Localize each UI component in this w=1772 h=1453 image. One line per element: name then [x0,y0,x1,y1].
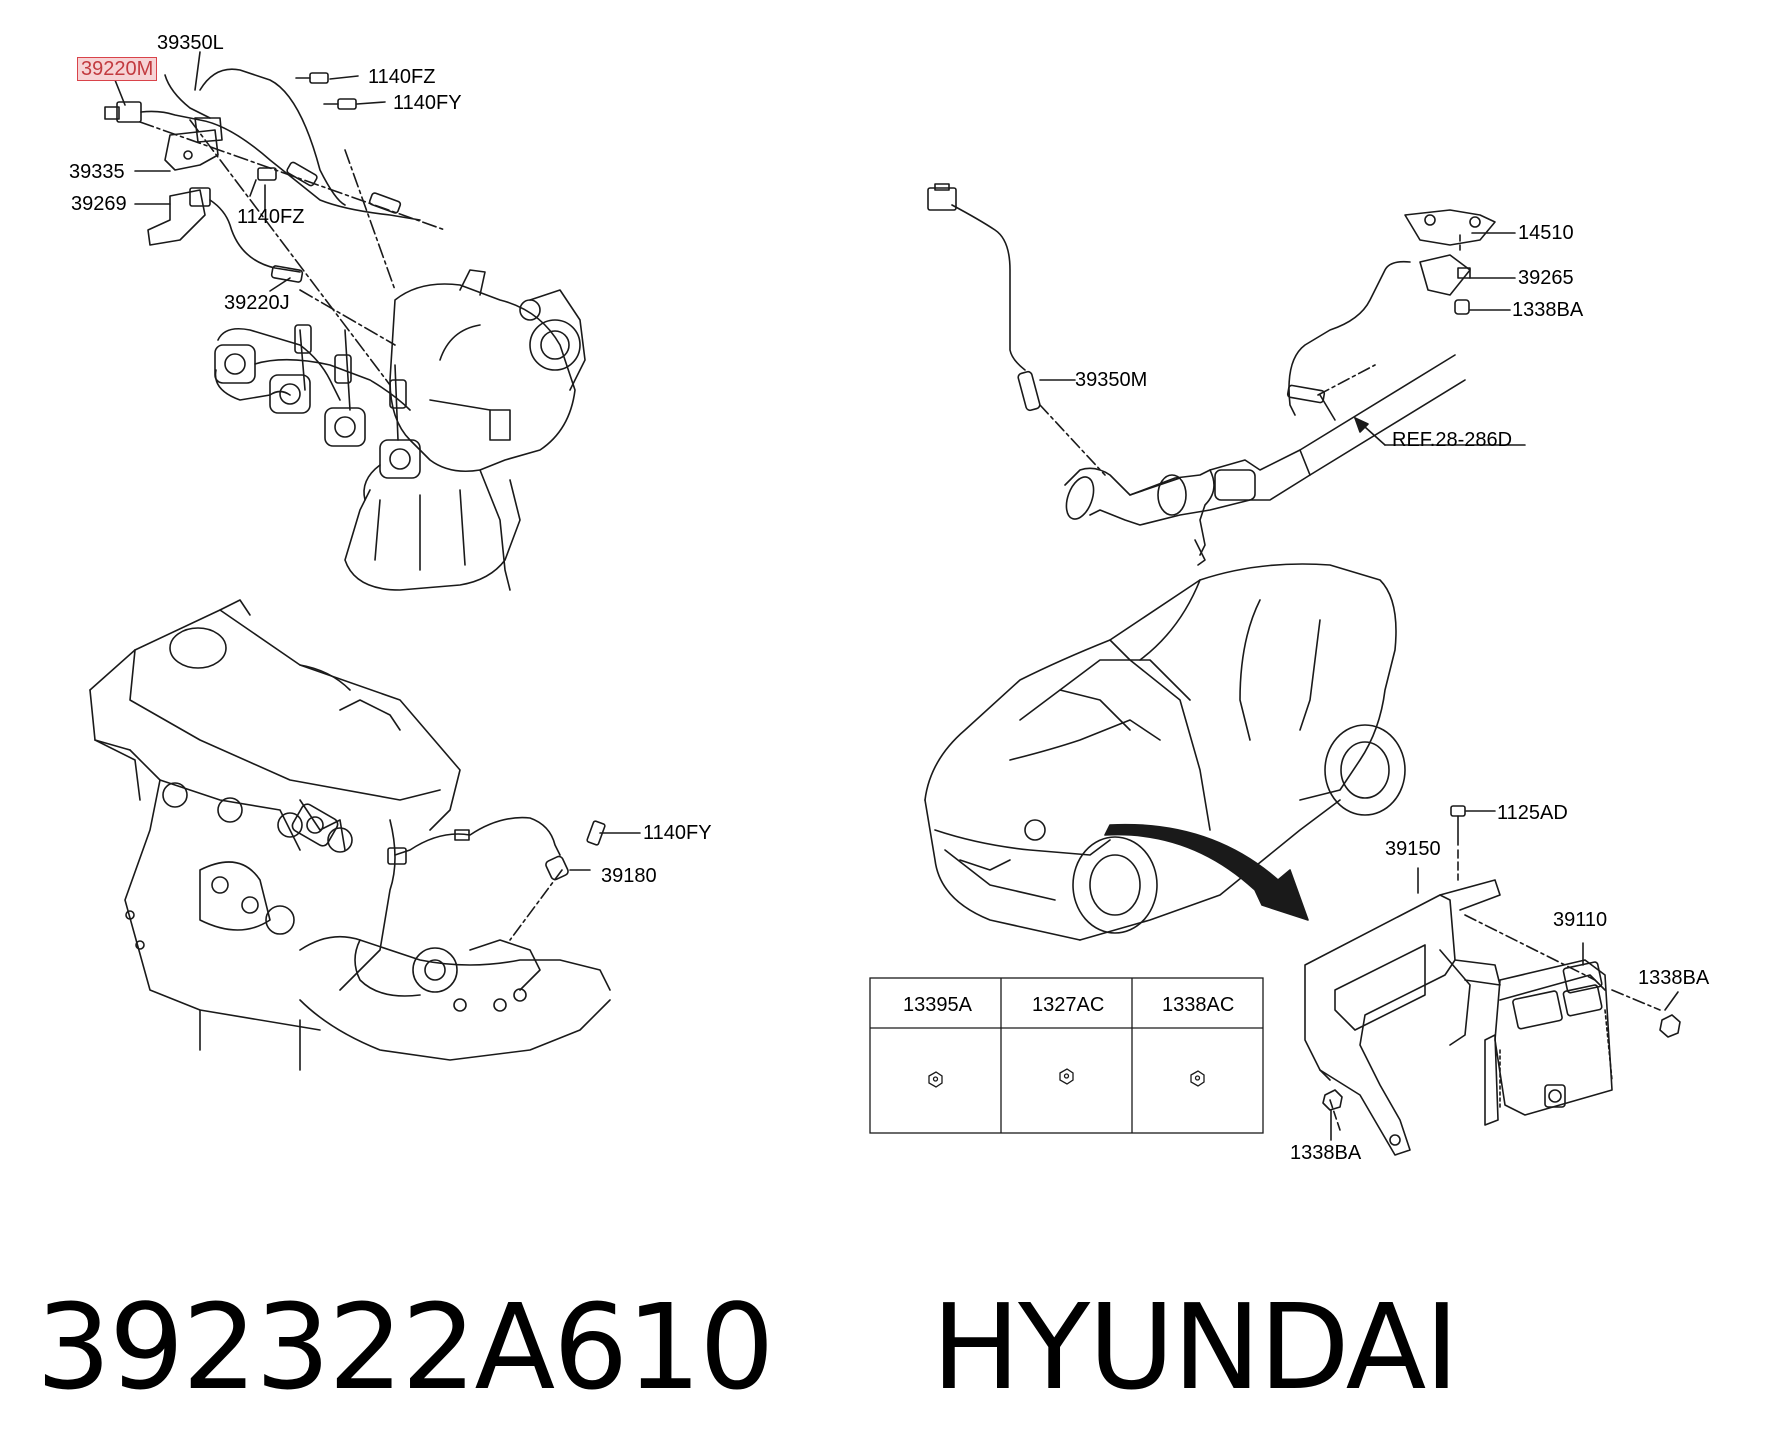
part-label-39350L: 39350L [157,32,224,54]
fastener-13395A-icon [928,1071,943,1088]
part-number: 392322A610 [36,1278,774,1416]
part-label-1338BA: 1338BA [1512,299,1584,321]
part-label-39220M[interactable]: 39220M [77,57,158,81]
turbo-manifold-illustration [104,51,586,591]
part-label-39265: 39265 [1518,267,1574,289]
fastener-1327AC-icon [1059,1068,1074,1085]
engine-block-illustration [89,599,641,1071]
part-label-1140FY-engine: 1140FY [643,822,712,844]
table-header-13395A: 13395A [903,994,972,1016]
part-label-1140FZ-lower: 1140FZ [237,206,305,228]
part-label-39350M: 39350M [1075,369,1148,391]
part-label-39110: 39110 [1553,909,1608,931]
part-label-39269: 39269 [71,193,127,215]
vehicle-illustration [924,563,1406,941]
ecu-assembly-illustration [1304,805,1681,1156]
exhaust-pipe-illustration [927,183,1526,566]
table-header-1327AC: 1327AC [1032,994,1105,1016]
part-label-1338BA-ecu: 1338BA [1638,967,1710,989]
part-label-1338BA-bracket: 1338BA [1290,1142,1362,1164]
part-label-39335: 39335 [69,161,125,183]
fastener-table [869,977,1264,1134]
fastener-1338AC-icon [1190,1070,1205,1087]
reference-label: REF.28-286D [1392,429,1513,451]
part-label-14510: 14510 [1518,222,1574,244]
part-label-1140FY: 1140FY [393,92,462,114]
table-header-1338AC: 1338AC [1162,994,1235,1016]
brand-name: HYUNDAI [931,1278,1459,1416]
part-caption: 392322A610 HYUNDAI [36,1278,1459,1416]
part-label-39180: 39180 [601,865,657,887]
part-label-39220J: 39220J [224,292,290,314]
part-label-39150: 39150 [1385,838,1441,860]
part-label-1140FZ: 1140FZ [368,66,436,88]
part-label-1125AD: 1125AD [1497,802,1568,824]
